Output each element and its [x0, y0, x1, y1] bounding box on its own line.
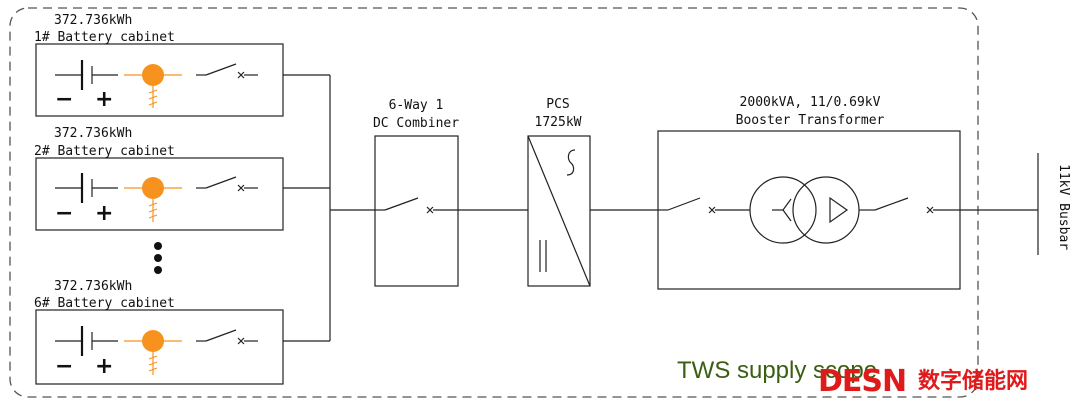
battery-cabinet-2: 372.736kWh 2# Battery cabinet − +: [34, 126, 284, 231]
battery-module-icon: [124, 177, 182, 222]
plus-sign: +: [95, 354, 113, 379]
pcs-label-line1: PCS: [546, 97, 569, 112]
battery-icon: − +: [55, 60, 118, 112]
dc-collector-lines: [283, 74, 375, 342]
pcs-box: [527, 135, 591, 287]
dc-combiner: 6-Way 1 DC Combiner: [373, 98, 459, 287]
transformer-label-line1: 2000kVA, 11/0.69kV: [740, 95, 881, 110]
supply-scope-boundary: [9, 7, 979, 398]
minus-sign: −: [55, 354, 73, 379]
cabinet-2-box: [35, 157, 284, 231]
combiner-box: [374, 135, 459, 287]
cabinet-6-energy: 372.736kWh: [54, 279, 132, 294]
busbar: 11kV Busbar: [1037, 153, 1071, 255]
cabinet-1-energy: 372.736kWh: [54, 13, 132, 28]
cabinet-2-energy: 372.736kWh: [54, 126, 132, 141]
pcs: PCS 1725kW: [527, 97, 591, 287]
busbar-label: 11kV Busbar: [1056, 164, 1071, 250]
booster-transformer: 2000kVA, 11/0.69kV Booster Transformer: [657, 95, 961, 290]
cabinet-2-name: 2# Battery cabinet: [34, 144, 175, 159]
switch-icon: [196, 63, 258, 79]
cabinet-1-name: 1# Battery cabinet: [34, 30, 175, 45]
battery-cabinet-6: 372.736kWh 6# Battery cabinet − +: [34, 279, 284, 385]
svg-text:数字储能网: 数字储能网: [918, 368, 1028, 394]
plus-sign: +: [95, 201, 113, 226]
switch-icon: [859, 197, 960, 214]
switch-icon: [196, 176, 258, 192]
minus-sign: −: [55, 201, 73, 226]
switch-icon: [196, 329, 258, 345]
transformer-box: [657, 130, 961, 290]
combiner-label-line1: 6-Way 1: [389, 98, 444, 113]
cabinet-6-box: [35, 309, 284, 385]
pcs-diagonal: [527, 135, 591, 287]
battery-module-icon: [124, 64, 182, 108]
dc-bars-icon: [539, 240, 547, 272]
plus-sign: +: [95, 87, 113, 112]
transformer-label-line2: Booster Transformer: [736, 113, 885, 128]
ac-sine-icon: [566, 149, 576, 176]
combiner-label-line2: DC Combiner: [373, 116, 459, 131]
minus-sign: −: [55, 87, 73, 112]
switch-icon: [658, 197, 750, 214]
switch-icon: [375, 197, 458, 214]
ellipsis-dots-icon: [154, 242, 162, 274]
cabinet-1-box: [35, 43, 284, 117]
scope-label: TWS supply scope: [677, 357, 877, 384]
battery-icon: − +: [55, 173, 118, 226]
pcs-label-line2: 1725kW: [535, 115, 582, 130]
watermark-logo: DESN 数字储能网: [818, 364, 1028, 399]
battery-icon: − +: [55, 326, 118, 379]
cabinet-6-name: 6# Battery cabinet: [34, 296, 175, 311]
transformer-windings-icon: [749, 176, 860, 244]
battery-module-icon: [124, 330, 182, 375]
battery-cabinet-1: 372.736kWh 1# Battery cabinet − +: [34, 13, 284, 117]
svg-text:DESN: DESN: [818, 364, 906, 399]
